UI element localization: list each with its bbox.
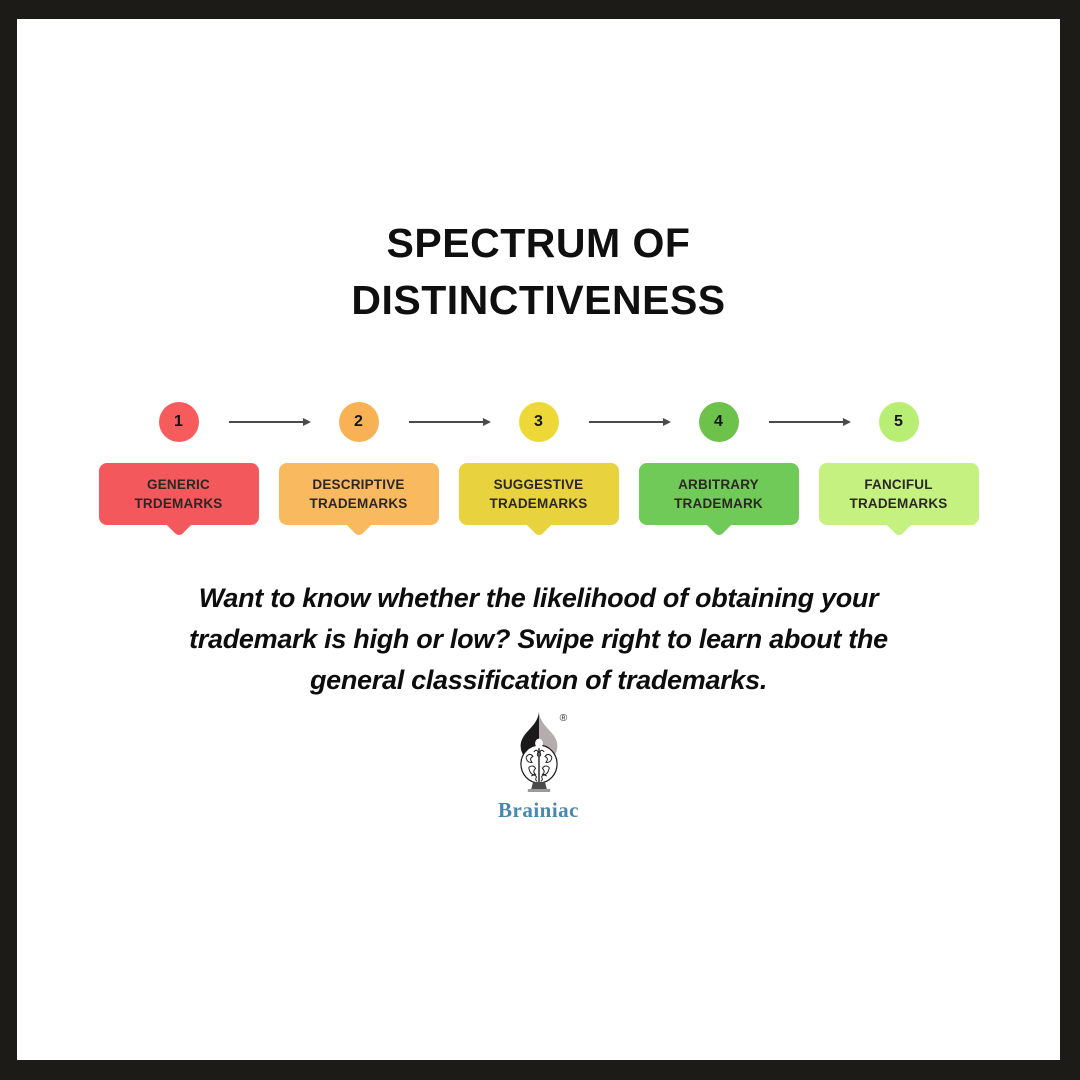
right-arrow-icon [228, 418, 311, 426]
step-label-line: TRADEMARKS [489, 496, 588, 511]
step-number: 5 [894, 413, 903, 430]
step-circle-3: 3 [518, 402, 559, 442]
step-box-suggestive: SUGGESTIVE TRADEMARKS [458, 463, 619, 525]
step-circle-5: 5 [878, 402, 919, 442]
step-label-line: SUGGESTIVE [493, 477, 584, 492]
step-number: 2 [354, 413, 363, 430]
step-label-line: ARBITRARY [678, 477, 759, 492]
step-label-line: TRADEMARKS [849, 496, 948, 511]
step-number: 1 [174, 413, 183, 430]
step-label-line: FANCIFUL [864, 477, 933, 492]
step-box-descriptive: DESCRIPTIVE TRADEMARKS [278, 463, 439, 525]
right-arrow-icon [768, 418, 851, 426]
step-circle-2: 2 [338, 402, 379, 442]
brand-name: Brainiac [498, 798, 579, 822]
registered-mark: ® [559, 713, 567, 724]
step-label-line: GENERIC [147, 477, 210, 492]
step-label-line: TRADEMARKS [309, 496, 408, 511]
step-circle-1: 1 [158, 402, 199, 442]
step-label-line: DESCRIPTIVE [312, 477, 405, 492]
step-circles-row: 1 2 3 4 5 [99, 402, 979, 442]
card: SPECTRUM OF DISTINCTIVENESS 1 2 3 4 5 GE… [17, 19, 1060, 1060]
title-line-2: DISTINCTIVENESS [351, 277, 726, 323]
title-line-1: SPECTRUM OF [386, 220, 691, 266]
step-circle-4: 4 [698, 402, 739, 442]
tagline-line-1: Want to know whether the likelihood of o… [198, 583, 879, 613]
step-box-generic: GENERIC TRDEMARKS [98, 463, 259, 525]
right-arrow-icon [588, 418, 671, 426]
pen-nib-brain-icon: ® [519, 711, 567, 792]
step-box-fanciful: FANCIFUL TRADEMARKS [818, 463, 979, 525]
step-label-line: TRDEMARKS [134, 496, 223, 511]
step-number: 4 [714, 413, 723, 430]
step-boxes-row: GENERIC TRDEMARKS DESCRIPTIVE TRADEMARKS… [98, 463, 979, 525]
tagline: Want to know whether the likelihood of o… [17, 578, 1060, 701]
step-box-arbitrary: ARBITRARY TRADEMARK [638, 463, 799, 525]
spectrum-diagram: 1 2 3 4 5 GENERIC TRDEMARKS DESCRIPTIVE … [98, 402, 979, 525]
step-label-line: TRADEMARK [674, 496, 763, 511]
tagline-line-3: general classification of trademarks. [309, 665, 768, 695]
page-title: SPECTRUM OF DISTINCTIVENESS [17, 215, 1060, 329]
right-arrow-icon [408, 418, 491, 426]
tagline-line-2: trademark is high or low? Swipe right to… [189, 624, 888, 654]
step-number: 3 [534, 413, 543, 430]
brand-logo: ® Brainiac [17, 709, 1060, 823]
